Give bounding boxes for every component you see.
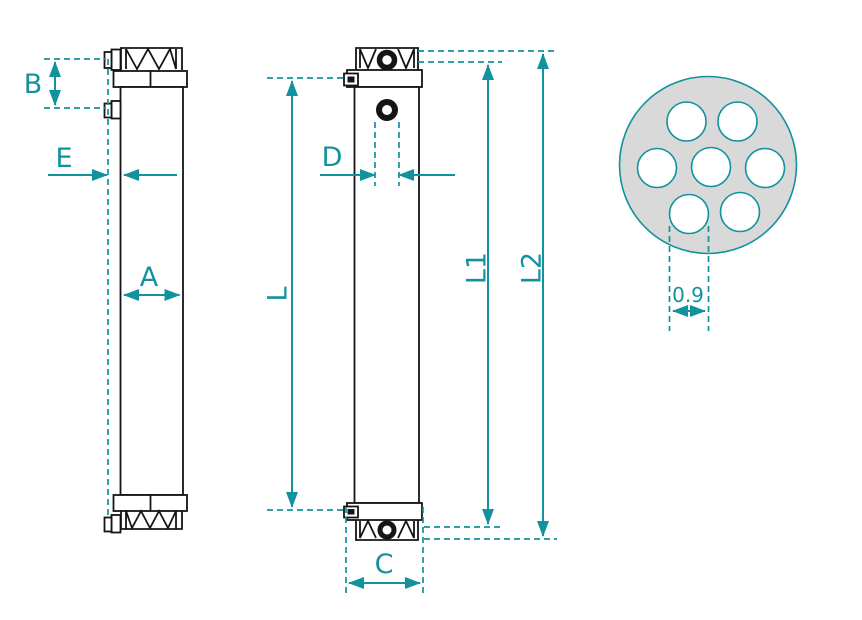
dim-d-label: D: [322, 142, 343, 173]
bottom-cap-port: [377, 520, 397, 540]
side-view-top-cap: [120, 46, 183, 71]
dimension-hole-pitch: 0.9: [668, 226, 710, 331]
dimension-d: D: [320, 122, 455, 186]
front-view-bottom-collar: [343, 502, 423, 521]
vessel-front-view: [343, 47, 423, 541]
side-view-mid-nozzle: [103, 100, 122, 120]
front-view-shell: [353, 86, 420, 504]
dimension-c: C: [345, 507, 424, 596]
side-view-bottom-nozzle: [103, 514, 122, 534]
side-view-bottom-collar: [112, 494, 188, 512]
dim-hole-pitch-label: 0.9: [672, 283, 704, 307]
dimension-l: L: [263, 77, 344, 511]
dim-e-label: E: [55, 143, 72, 174]
side-view-top-collar: [112, 70, 188, 88]
side-view-top-nozzle: [103, 48, 122, 71]
front-view-top-cap: [355, 47, 419, 71]
dim-l1-label: L1: [462, 252, 493, 284]
cross-section-hole: [744, 147, 786, 189]
dimension-a: A: [123, 262, 181, 301]
cross-section-hole: [666, 101, 707, 142]
end-cap-cross-section: [618, 75, 798, 255]
shell-face-port: [376, 99, 398, 121]
cross-section-hole: [668, 193, 710, 235]
cross-section-hole: [717, 101, 758, 142]
dim-l-label: L: [263, 286, 294, 301]
dimension-e: E: [48, 143, 177, 181]
dimension-l2: L2: [418, 50, 557, 540]
dim-a-label: A: [140, 262, 159, 293]
cross-section-hole: [636, 147, 678, 189]
dim-l2-label: L2: [517, 252, 548, 284]
front-view-bottom-cap: [355, 518, 419, 541]
dim-b-label: B: [24, 69, 43, 100]
cross-section-hole: [690, 146, 732, 188]
dimension-l1: L1: [418, 61, 502, 528]
side-view-bottom-cap: [120, 509, 183, 531]
top-cap-port: [376, 49, 398, 71]
front-view-top-collar: [343, 69, 423, 88]
cross-section-hole: [719, 191, 761, 233]
dimension-b: B: [24, 58, 106, 109]
dim-c-label: C: [375, 549, 394, 580]
